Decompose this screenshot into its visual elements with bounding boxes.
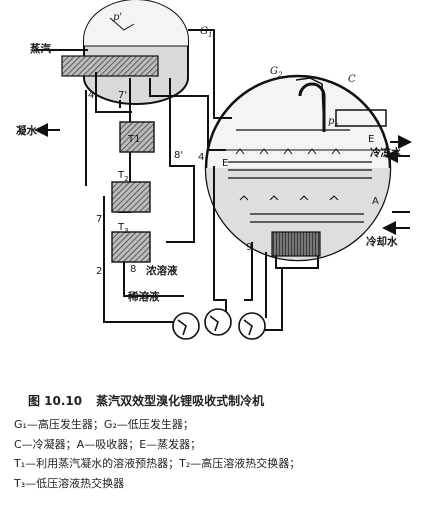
label-a: A [372, 196, 379, 207]
caption-legend-line: T₃—低压溶液热交换器 [14, 476, 125, 490]
label-8: 8 [130, 264, 136, 275]
label-7: 7 [96, 214, 102, 225]
label-chilled-water: 冷冻水 [370, 146, 402, 159]
label-condensate: 凝水 [16, 124, 37, 137]
label-t3: T3 [117, 222, 129, 235]
caption-title: 蒸汽双效型溴化锂吸收式制冷机 [96, 394, 265, 408]
lithium-bromide-chiller-diagram: p' G1 G2 C 蒸汽 凝水 4' 7' T1 T2 T3 8' 4 7 2… [16, 0, 412, 340]
label-steam: 蒸汽 [30, 42, 51, 55]
high-pressure-generator-g1 [61, 0, 189, 105]
caption-legend-line: C—冷凝器；A—吸收器；E—蒸发器； [14, 437, 202, 451]
figure-caption: 图 10.10 蒸汽双效型溴化锂吸收式制冷机 G₁—高压发生器；G₂—低压发生器；… [14, 392, 434, 493]
label-2: 2 [96, 266, 102, 277]
label-t1: T1 [127, 134, 140, 145]
caption-number: 图 10.10 [28, 394, 83, 408]
low-pressure-generator-condenser-vessel [204, 74, 392, 269]
label-g1: G1 [200, 26, 212, 39]
high-pressure-exchanger-t2 [111, 181, 151, 213]
preheater-t1 [119, 121, 155, 153]
label-pk: pk [328, 116, 339, 129]
label-9: 9 [246, 242, 252, 253]
label-t2: T2 [117, 170, 129, 183]
label-c: C [348, 74, 356, 85]
label-g2: G2 [270, 66, 283, 79]
label-4: 4 [198, 152, 204, 163]
caption-legend-line: T₁—利用蒸汽凝水的溶液预热器；T₂—高压溶液热交换器； [14, 457, 301, 470]
low-pressure-exchanger-t3 [111, 231, 151, 263]
label-strong-solution: 浓溶液 [146, 264, 178, 277]
label-8-prime: 8' [174, 150, 183, 161]
caption-legend-line: G₁—高压发生器；G₂—低压发生器； [14, 418, 194, 431]
label-weak-solution: 稀溶液 [128, 290, 160, 303]
label-7-prime: 7' [118, 90, 127, 101]
label-cooling-water: 冷却水 [366, 235, 398, 248]
label-4-prime: 4' [88, 90, 97, 101]
label-p-prime: p' [113, 12, 122, 23]
caption-title-line: 图 10.10 蒸汽双效型溴化锂吸收式制冷机 [28, 392, 434, 409]
label-e-right: E [368, 134, 374, 145]
solution-pumps [172, 308, 266, 340]
label-e-left: E [222, 158, 228, 169]
